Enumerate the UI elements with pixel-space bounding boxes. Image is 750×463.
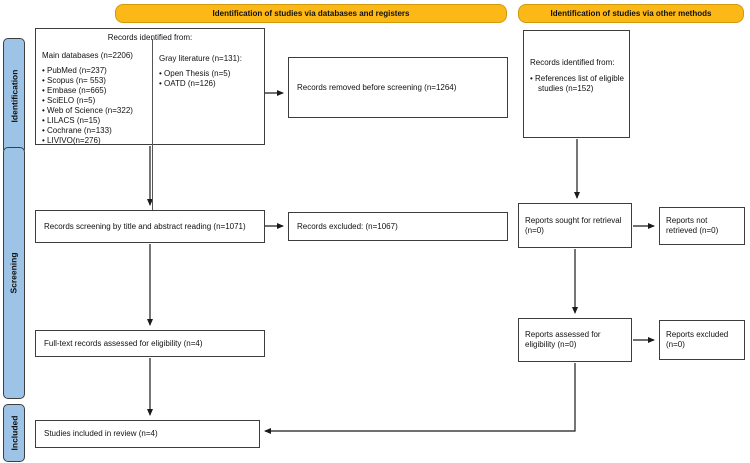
stage-identification-label: Identification [9,69,20,123]
stage-identification: Identification [3,38,25,154]
records-excluded-box: Records excluded: (n=1067) [288,212,508,241]
header-databases-registers: Identification of studies via databases … [115,4,507,23]
reports-assessed-box: Reports assessed for eligibility (n=0) [518,318,632,362]
list-item: • OATD (n=126) [159,79,216,88]
list-item: • Open Thesis (n=5) [159,69,231,78]
gray-literature-heading: Gray literature (n=131): [159,54,242,63]
reports-not-retrieved-text: Reports not retrieved (n=0) [666,216,719,235]
list-item: • SciELO (n=5) [42,96,96,105]
reports-excluded-text: Reports excluded (n=0) [666,330,729,349]
stage-screening-label: Screening [9,252,20,294]
stage-included-label: Included [9,415,20,451]
gray-literature-list: • Open Thesis (n=5)• OATD (n=126) [159,69,260,89]
reports-sought-box: Reports sought for retrieval (n=0) [518,203,632,248]
fulltext-assessed-box: Full-text records assessed for eligibili… [35,330,265,357]
reports-assessed-text: Reports assessed for eligibility (n=0) [525,330,601,349]
list-item: • LILACS (n=15) [42,116,101,125]
studies-included-box: Studies included in review (n=4) [35,420,260,448]
fulltext-assessed-text: Full-text records assessed for eligibili… [44,338,203,348]
reports-excluded-box: Reports excluded (n=0) [659,320,745,360]
list-item: • Web of Science (n=322) [42,106,133,115]
header-other-methods: Identification of studies via other meth… [518,4,744,23]
column-divider [152,39,153,230]
studies-included-text: Studies included in review (n=4) [44,429,158,438]
list-item: • Cochrane (n=133) [42,126,112,135]
records-excluded-text: Records excluded: (n=1067) [297,221,398,231]
records-removed-text: Records removed before screening (n=1264… [297,82,457,92]
reports-sought-text: Reports sought for retrieval (n=0) [525,215,622,235]
reports-not-retrieved-box: Reports not retrieved (n=0) [659,207,745,245]
records-identified-box: Records identified from: Main databases … [35,28,265,230]
records-screening-text: Records screening by title and abstract … [44,221,246,231]
records-removed-box: Records removed before screening (n=1264… [288,57,508,118]
stage-included: Included [3,404,25,462]
main-databases-column: Main databases (n=2206) • PubMed (n=237)… [42,51,150,146]
records-screening-box: Records screening by title and abstract … [35,210,265,243]
main-databases-heading: Main databases (n=2206) [42,51,133,60]
other-records-title: Records identified from: [530,58,615,67]
gray-literature-column: Gray literature (n=131): • Open Thesis (… [150,51,260,146]
records-identified-title: Records identified from: [107,33,193,42]
list-item: • Scopus (n= 553) [42,76,106,85]
list-item: • LIVIVO(n=276) [42,136,101,145]
list-item: • PubMed (n=237) [42,66,107,75]
list-item: • References list of eligible studies (n… [530,74,624,93]
main-databases-list: • PubMed (n=237)• Scopus (n= 553)• Embas… [42,66,150,146]
other-records-identified-box: Records identified from: • References li… [523,30,630,138]
list-item: • Embase (n=665) [42,86,107,95]
other-records-list: • References list of eligible studies (n… [530,74,624,94]
stage-screening: Screening [3,147,25,399]
